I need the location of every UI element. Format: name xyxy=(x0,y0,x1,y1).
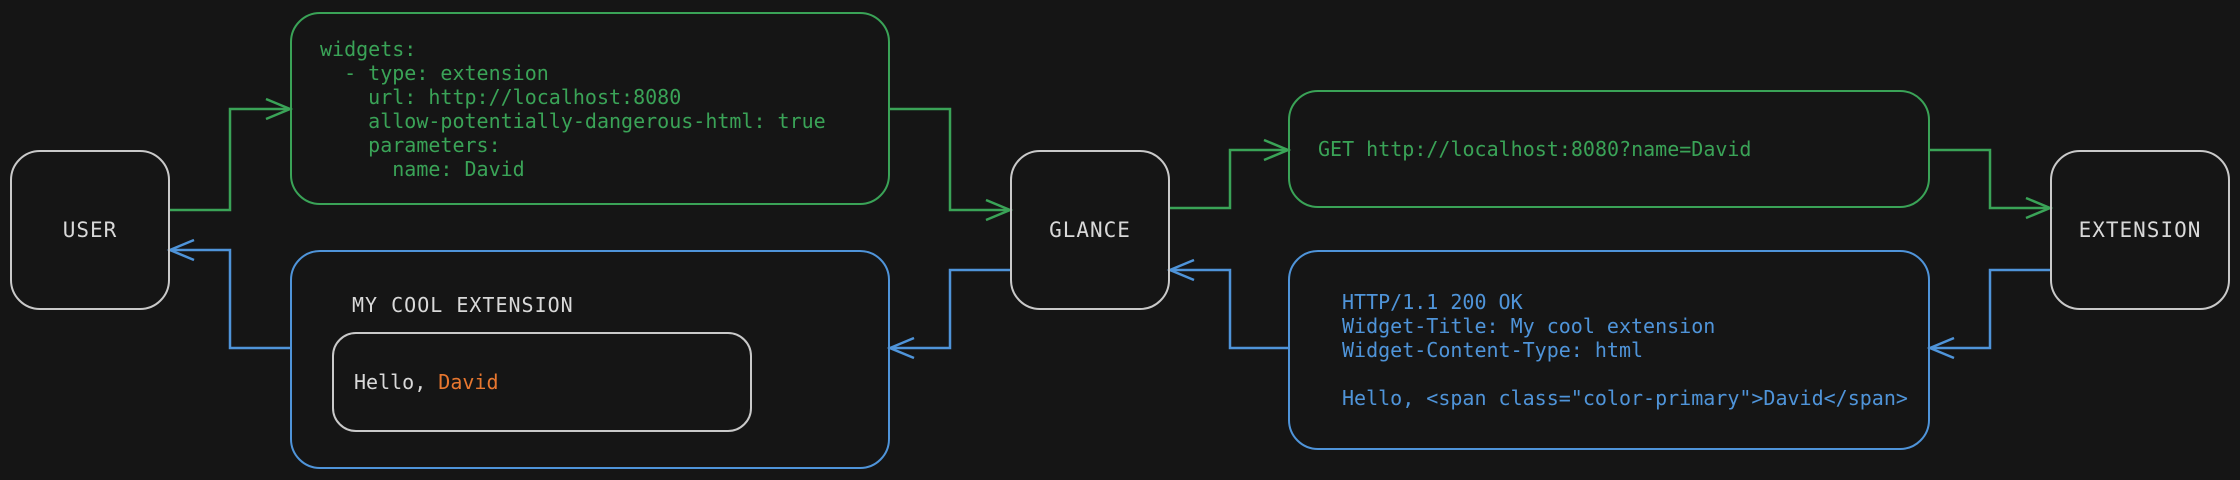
get-request-box: GET http://localhost:8080?name=David xyxy=(1288,90,1930,208)
extension-node-label: EXTENSION xyxy=(2078,218,2202,242)
get-request-text: GET http://localhost:8080?name=David xyxy=(1318,137,1752,161)
http-response-box: HTTP/1.1 200 OK Widget-Title: My cool ex… xyxy=(1288,250,1930,450)
edge-glance-to-request xyxy=(1170,138,1292,210)
http-response-code: HTTP/1.1 200 OK Widget-Title: My cool ex… xyxy=(1342,290,1908,410)
edge-request-to-extension xyxy=(1930,148,2054,220)
widget-title: MY COOL EXTENSION xyxy=(352,293,574,317)
user-node-label: USER xyxy=(62,218,118,242)
greeting-prefix: Hello, xyxy=(354,370,439,394)
user-node: USER xyxy=(10,150,170,310)
greeting-text: Hello, David xyxy=(334,370,499,394)
edge-glance-to-widget xyxy=(886,268,1010,360)
edge-config-to-glance xyxy=(890,107,1014,222)
extension-node: EXTENSION xyxy=(2050,150,2230,310)
edge-response-to-glance xyxy=(1166,258,1288,350)
widget-preview-box: MY COOL EXTENSION Hello, David xyxy=(290,250,890,469)
glance-node: GLANCE xyxy=(1010,150,1170,310)
glance-node-label: GLANCE xyxy=(1049,218,1131,242)
edge-extension-to-response xyxy=(1926,268,2050,360)
edge-user-to-config xyxy=(170,97,294,212)
yaml-config-box: widgets: - type: extension url: http://l… xyxy=(290,12,890,205)
edge-widget-to-user xyxy=(166,238,290,350)
greeting-name: David xyxy=(438,370,499,394)
yaml-config-code: widgets: - type: extension url: http://l… xyxy=(320,36,826,181)
widget-content-box: Hello, David xyxy=(332,332,752,432)
